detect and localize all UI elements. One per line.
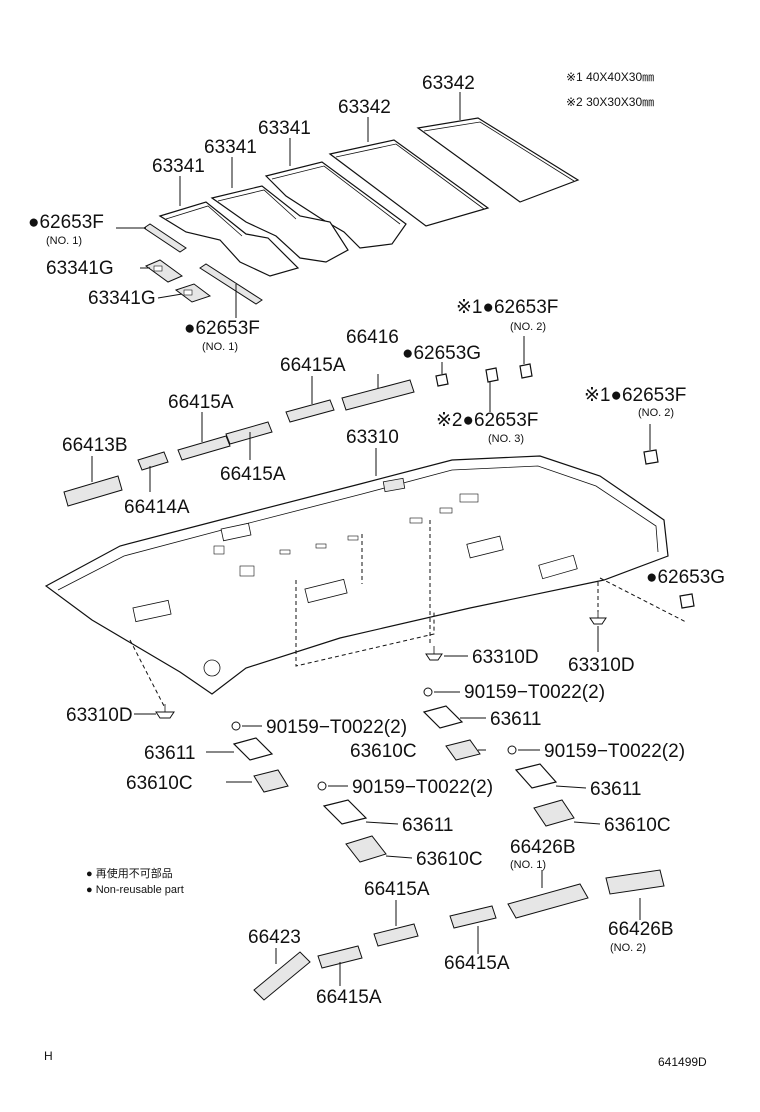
- label-62653F-no1-lower: ●62653F: [184, 318, 260, 339]
- label-63611-c: 63611: [590, 779, 641, 800]
- label-66415A-top: 66415A: [280, 355, 346, 376]
- label-66415A-center: 66415A: [220, 464, 286, 485]
- screw-90159-d: [317, 781, 327, 791]
- legend-english: ● Non-reusable part: [86, 884, 184, 896]
- clip-66415A-center: [225, 421, 273, 445]
- screw-90159-b: [231, 721, 241, 731]
- screw-90159-a: [423, 687, 433, 697]
- silencer-pad-63341-right: [264, 161, 407, 249]
- clip-strip-62653F-lower: [199, 263, 263, 305]
- clip-66416: [341, 379, 415, 411]
- legend-japanese: ● 再使用不可部品: [86, 866, 173, 880]
- roof-headliner-63310: [44, 455, 669, 695]
- clip-63310D-right: [589, 610, 607, 625]
- label-66415A-left: 66415A: [168, 392, 234, 413]
- silencer-pad-63342-front: [328, 139, 490, 227]
- label-63310: 63310: [346, 427, 399, 448]
- label-90159-a: 90159−T0022(2): [464, 682, 605, 703]
- label-66415A-bottom-left: 66415A: [316, 987, 382, 1008]
- label-66426B-no2: 66426B: [608, 919, 674, 940]
- spacer-block-62653F-no3: [485, 367, 499, 383]
- clip-strip-62653F-upper: [143, 223, 187, 253]
- sublabel-62653F-no1-lower: (NO. 1): [202, 341, 238, 353]
- sublabel-66426B-no1: (NO. 1): [510, 859, 546, 871]
- clip-66414A: [137, 451, 169, 471]
- clip-63310D-left: [155, 704, 175, 719]
- lamp-base-63610C-c: [533, 799, 575, 827]
- footer-diagram-id: 641499D: [658, 1055, 707, 1069]
- spacer-block-62653F-no2-a: [519, 363, 533, 379]
- label-63610C-a: 63610C: [350, 741, 417, 762]
- label-63611-b: 63611: [144, 743, 195, 764]
- note-dimension-1: ※1 40X40X30㎜: [566, 70, 654, 84]
- sublabel-66426B-no2: (NO. 2): [610, 942, 646, 954]
- label-62653F-no3: ※2●62653F: [436, 410, 538, 431]
- label-90159-c: 90159−T0022(2): [544, 741, 685, 762]
- lamp-lens-63611-a: [422, 705, 464, 729]
- bracket-63341G-lower: [174, 283, 212, 303]
- label-90159-b: 90159−T0022(2): [266, 717, 407, 738]
- lamp-base-63610C-b: [253, 769, 289, 793]
- lamp-base-63610C-a: [445, 739, 481, 761]
- label-63610C-b: 63610C: [126, 773, 193, 794]
- label-62653F-no2-b: ※1●62653F: [584, 385, 686, 406]
- bracket-63341G-upper: [144, 259, 184, 283]
- grip-66426B-no2: [605, 869, 665, 895]
- label-63341-right: 63341: [258, 118, 311, 139]
- sublabel-62653F-no2-b: (NO. 2): [638, 407, 674, 419]
- lamp-lens-63611-c: [514, 763, 558, 789]
- label-63610C-c: 63610C: [604, 815, 671, 836]
- label-66415A-bottom-mid: 66415A: [364, 879, 430, 900]
- label-62653G-lower: ●62653G: [646, 567, 725, 588]
- spacer-block-62653G-upper: [435, 373, 449, 387]
- silencer-pad-63341-middle: [210, 185, 349, 263]
- footer-left-code: H: [44, 1049, 53, 1063]
- sublabel-62653F-no2-a: (NO. 2): [510, 321, 546, 333]
- clip-66415A-bottom-left: [317, 945, 363, 969]
- lamp-base-63610C-d: [345, 835, 387, 863]
- grip-66423: [253, 951, 311, 1001]
- label-66415A-bottom-right: 66415A: [444, 953, 510, 974]
- lamp-lens-63611-d: [322, 799, 368, 825]
- clip-66415A-bottom-right: [449, 905, 497, 929]
- label-62653F-no2-a: ※1●62653F: [456, 297, 558, 318]
- screw-90159-c: [507, 745, 517, 755]
- label-62653F-no1-upper: ●62653F: [28, 212, 104, 233]
- silencer-pad-63341-front: [158, 201, 300, 277]
- label-63611-a: 63611: [490, 709, 541, 730]
- label-63310D-left: 63310D: [66, 705, 133, 726]
- label-63341G-upper: 63341G: [46, 258, 114, 279]
- label-66423: 66423: [248, 927, 301, 948]
- clip-66415A-top: [285, 399, 335, 423]
- grip-66426B-no1: [507, 883, 589, 919]
- label-66414A: 66414A: [124, 497, 190, 518]
- label-62653G-upper: ●62653G: [402, 343, 481, 364]
- clip-66413B: [63, 475, 123, 507]
- label-63610C-d: 63610C: [416, 849, 483, 870]
- sublabel-62653F-no1-upper: (NO. 1): [46, 235, 82, 247]
- label-63341-middle: 63341: [204, 137, 257, 158]
- clip-66415A-left: [177, 435, 231, 461]
- label-63341-front: 63341: [152, 156, 205, 177]
- spacer-block-62653G-lower: [679, 593, 695, 609]
- label-63341G-lower: 63341G: [88, 288, 156, 309]
- label-63342-front: 63342: [338, 97, 391, 118]
- silencer-pad-63342-rear: [416, 117, 580, 203]
- clip-63310D-center: [425, 646, 443, 661]
- label-63310D-right: 63310D: [568, 655, 635, 676]
- label-66416: 66416: [346, 327, 399, 348]
- label-66413B: 66413B: [62, 435, 128, 456]
- label-63611-d: 63611: [402, 815, 453, 836]
- lamp-lens-63611-b: [232, 737, 274, 761]
- label-66426B-no1: 66426B: [510, 837, 576, 858]
- label-90159-d: 90159−T0022(2): [352, 777, 493, 798]
- spacer-block-62653F-no2-b: [643, 449, 659, 465]
- sublabel-62653F-no3: (NO. 3): [488, 433, 524, 445]
- label-63342-rear: 63342: [422, 73, 475, 94]
- note-dimension-2: ※2 30X30X30㎜: [566, 95, 654, 109]
- label-63310D-center: 63310D: [472, 647, 539, 668]
- clip-66415A-bottom-mid: [373, 923, 419, 947]
